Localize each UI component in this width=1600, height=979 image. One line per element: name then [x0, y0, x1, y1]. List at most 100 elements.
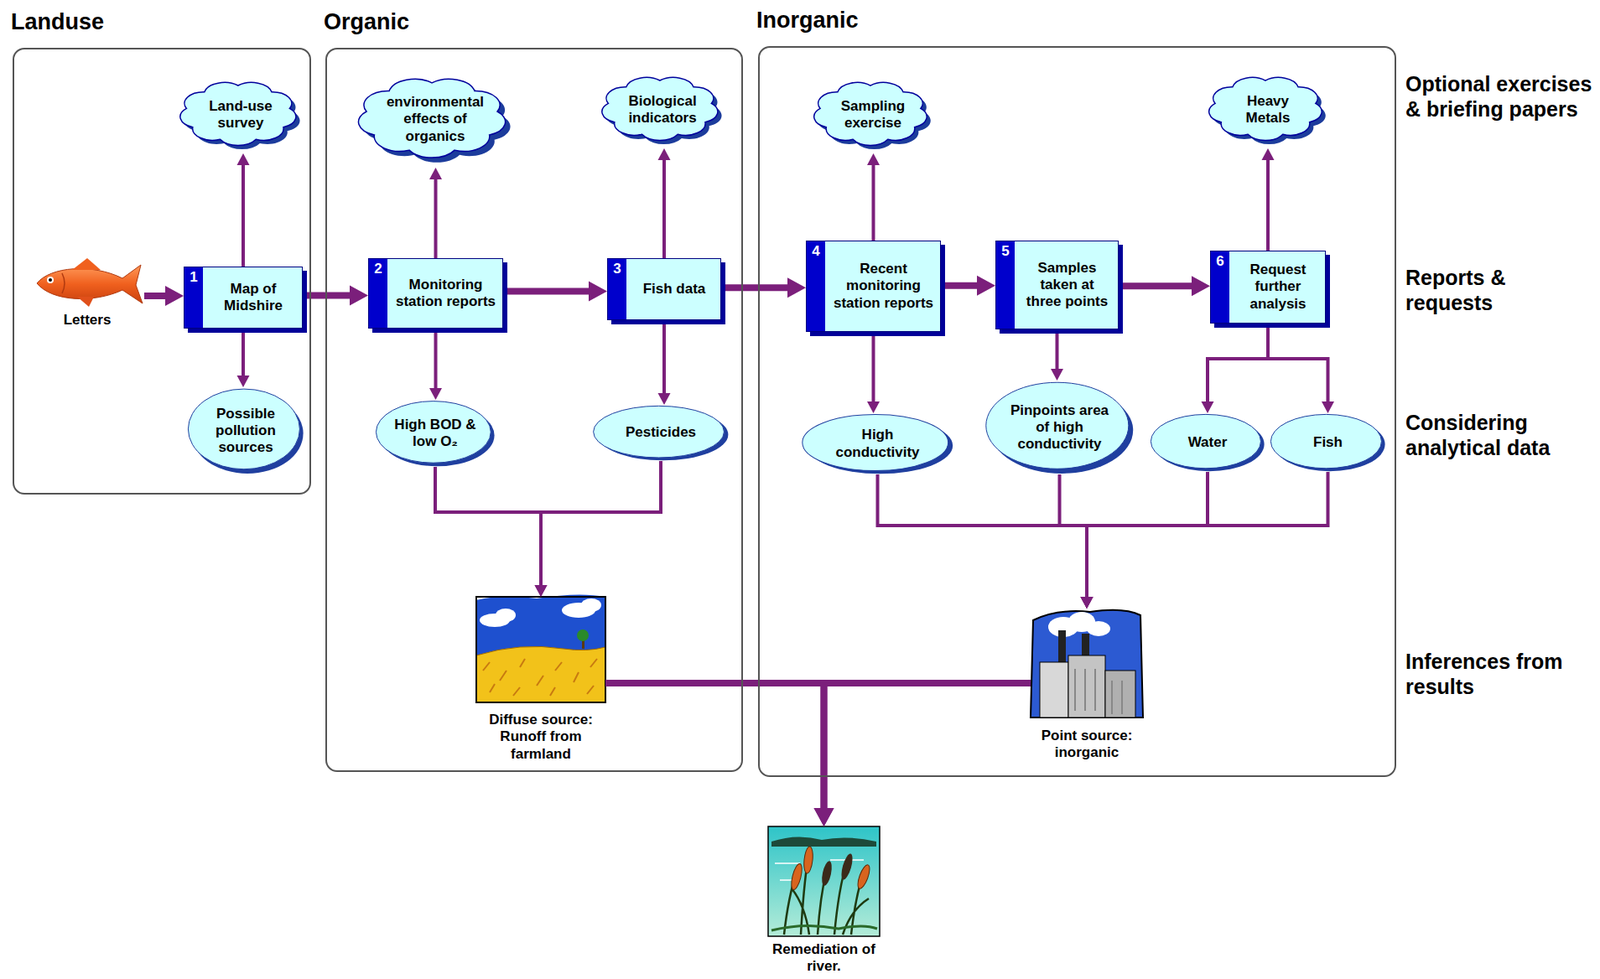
arrow-head — [237, 375, 250, 388]
connector-line — [1059, 474, 1088, 601]
farm-illustration-part — [476, 594, 606, 703]
arrow-head — [867, 153, 880, 166]
connector-line — [605, 683, 825, 815]
briefing-cloud: environmental effects of organics — [352, 71, 519, 168]
arrow-head — [814, 808, 835, 827]
connector-line — [306, 292, 356, 300]
flow-connector — [1262, 148, 1275, 251]
arrow-head — [429, 388, 442, 400]
connector-line — [241, 332, 245, 380]
ellipse-label: High conductivity — [819, 426, 936, 461]
arrow-head — [588, 281, 608, 302]
factory-illustration-part — [1068, 655, 1106, 718]
process-box: 3Fish data — [607, 258, 722, 321]
reed-illustration — [768, 826, 880, 937]
connector-line — [1267, 327, 1329, 406]
cloud-label: Heavy Metals — [1224, 93, 1312, 127]
ellipse-label: Pinpoints area of high conductivity — [1002, 402, 1117, 453]
briefing-cloud: Land-use survey — [175, 76, 307, 154]
arrow-head — [535, 585, 548, 598]
data-ellipse: Pesticides — [592, 405, 730, 462]
arrow-head — [1080, 597, 1094, 609]
connector-line — [1086, 472, 1329, 601]
connector-line — [1122, 282, 1198, 290]
flow-connector — [945, 275, 996, 297]
factory-illustration-part — [1030, 610, 1143, 718]
flow-connector — [1201, 327, 1269, 414]
factory-illustration-part — [1086, 621, 1111, 637]
picture-caption: Point source: inorganic — [1030, 727, 1143, 762]
ellipse-label: Possible pollution sources — [205, 405, 286, 457]
briefing-cloud: Sampling exercise — [809, 76, 937, 154]
arrow-head — [535, 585, 548, 598]
connector-line — [872, 336, 876, 406]
farm-illustration-part — [476, 646, 606, 703]
flow-connector — [237, 332, 250, 388]
connector-line — [434, 332, 438, 392]
arrow-head — [1191, 275, 1211, 297]
fish-illustration-part — [72, 258, 101, 271]
data-ellipse: Water — [1149, 413, 1266, 473]
section-panel: environmental effects of organicsBiologi… — [325, 47, 743, 773]
arrow-head — [429, 167, 442, 180]
connector-line — [507, 288, 595, 296]
farm-illustration-part — [495, 608, 516, 623]
fish-illustration-part — [46, 276, 54, 284]
process-box: 4Recent monitoring station reports — [805, 240, 941, 333]
reed-illustration-part — [784, 855, 869, 936]
arrow-head — [1080, 597, 1094, 609]
connector-line — [435, 467, 541, 589]
arrow-head — [658, 393, 671, 406]
reed-illustration-part — [789, 862, 804, 891]
flow-connector — [1122, 275, 1211, 297]
number-band: 3 — [607, 259, 627, 320]
flow-connector — [435, 467, 548, 598]
process-box: 1Map of Midshire — [183, 266, 303, 329]
cloud-shape — [1209, 77, 1322, 141]
arrow-head — [165, 285, 184, 307]
flow-connector — [429, 332, 442, 400]
arrow-head — [349, 285, 369, 307]
arrow-head — [1050, 368, 1064, 381]
connector-line — [945, 282, 983, 290]
row-label: Inferences from results — [1405, 649, 1597, 700]
flow-connector — [814, 683, 1032, 827]
flow-connector — [237, 153, 250, 267]
ellipse-label: Water — [1188, 434, 1228, 452]
ellipse-label: Fish — [1313, 434, 1343, 452]
arrow-head — [867, 401, 880, 414]
connector-line — [1055, 333, 1060, 373]
step-number: 6 — [1210, 251, 1230, 271]
factory-illustration-part — [1075, 669, 1123, 715]
box-label: Map of Midshire — [209, 280, 297, 315]
picture-caption: Letters — [63, 311, 112, 329]
flow-connector — [1080, 472, 1329, 609]
arrow-head — [976, 275, 996, 297]
process-box: 2Monitoring station reports — [368, 258, 504, 329]
farm-illustration — [476, 594, 606, 703]
factory-illustration-part — [1105, 670, 1136, 718]
box-label: Samples taken at three points — [1021, 259, 1113, 311]
arrow-head — [814, 808, 835, 827]
ellipse-label: High BOD & low O₂ — [393, 416, 478, 451]
farm-illustration-part — [476, 597, 606, 703]
farm-illustration-part — [576, 629, 589, 642]
panel-heading: Organic — [323, 9, 410, 36]
connector-line — [1207, 327, 1268, 406]
cloud-shape — [358, 78, 505, 158]
arrow-head — [658, 148, 671, 161]
step-number: 1 — [184, 267, 203, 286]
flow-connector — [1080, 472, 1209, 609]
reed-illustration-part — [771, 925, 878, 931]
ellipse-shape — [802, 414, 949, 471]
fish-illustration — [36, 258, 143, 307]
number-band: 4 — [806, 241, 826, 332]
reed-illustration-part — [802, 846, 814, 875]
cloud-shape — [180, 82, 297, 146]
connector-line — [872, 161, 876, 241]
fish-illustration-part — [48, 278, 52, 282]
ellipse-shape — [187, 389, 300, 470]
connector-line — [241, 161, 245, 267]
connector-line — [824, 683, 1032, 815]
